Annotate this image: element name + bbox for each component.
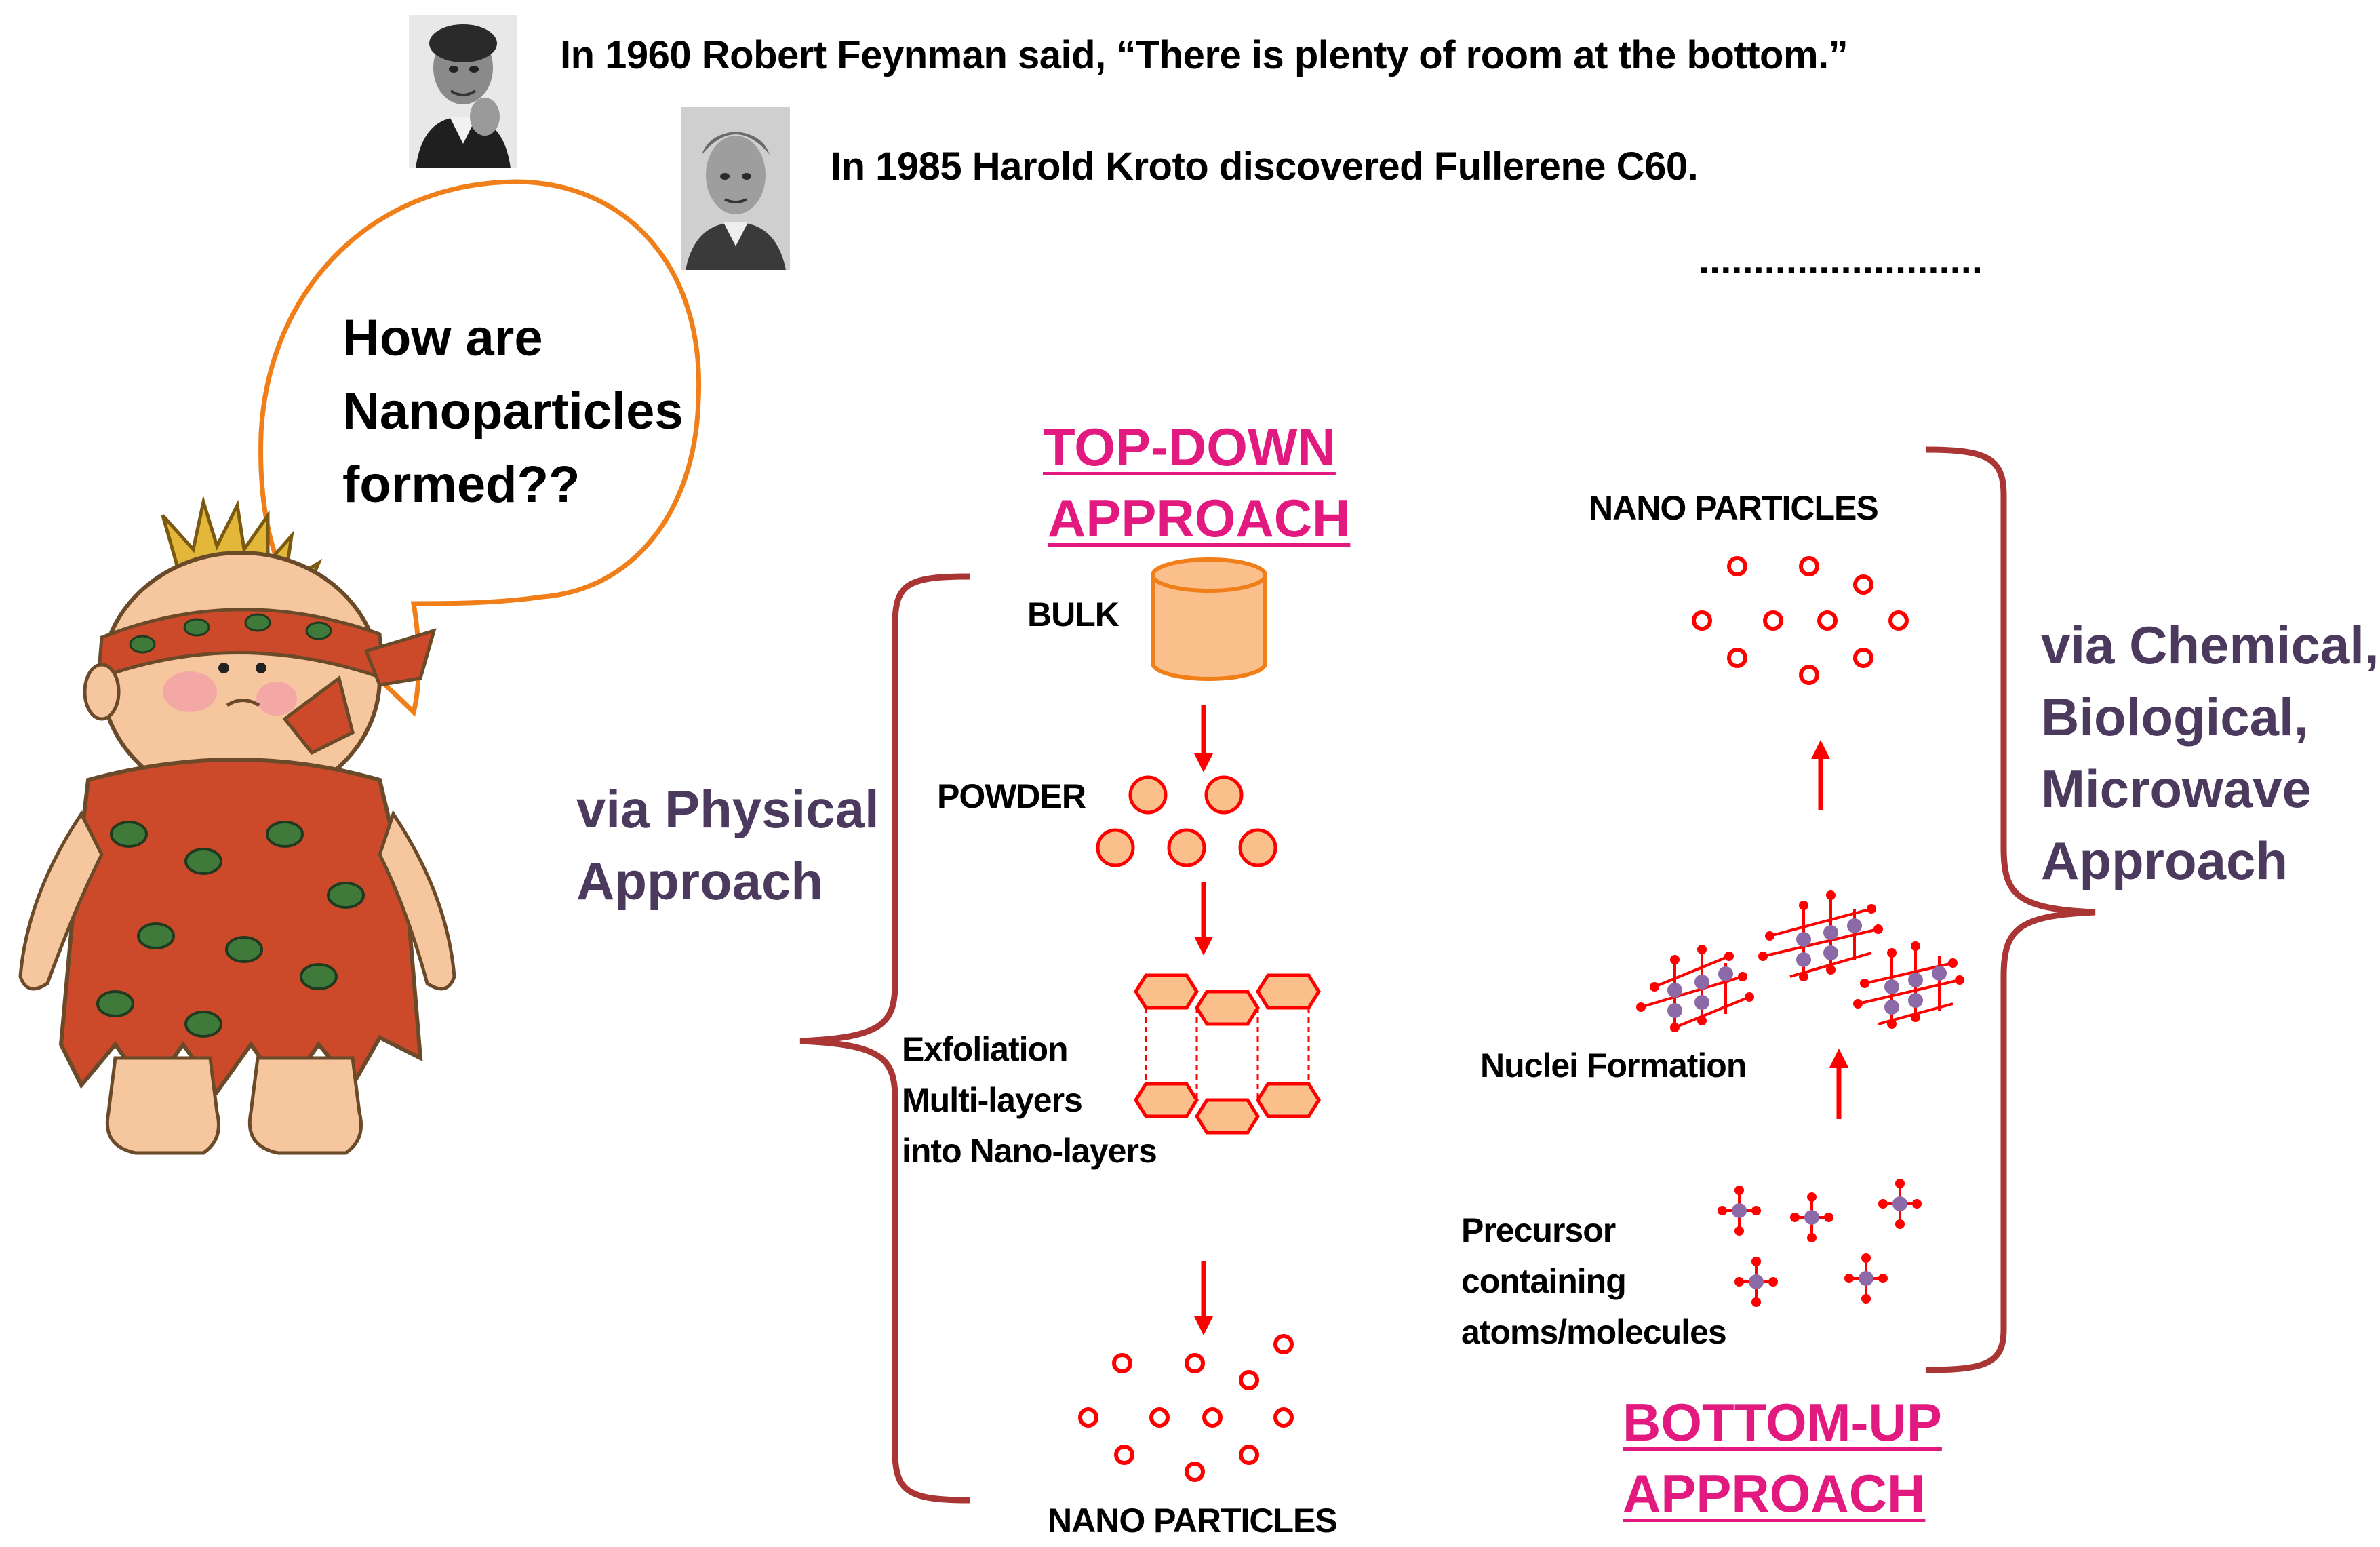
- kroto-portrait: [681, 107, 790, 270]
- via-chemical-line-4: Approach: [2041, 831, 2288, 890]
- feynman-portrait: [409, 15, 517, 168]
- kroto-quote: In 1985 Harold Kroto discovered Fulleren…: [831, 144, 1699, 189]
- top-down-brace: [799, 573, 970, 1504]
- bubble-text-line-1: How are: [342, 309, 543, 367]
- top-down-nano-label: NANO PARTICLES: [1048, 1502, 1338, 1540]
- via-chemical-line-3: Microwave: [2041, 759, 2312, 819]
- bubble-text-line-2: Nanoparticles: [342, 383, 683, 440]
- via-physical-line-1: via Physical: [576, 779, 879, 839]
- exfoliation-label-line-2: Multi-layers: [902, 1081, 1083, 1119]
- feynman-portrait-image: [409, 15, 517, 168]
- nuclei-clusters: [1636, 890, 1964, 1032]
- exfoliation-layers-icon: [1134, 973, 1321, 1135]
- top-down-title-line-1: TOP-DOWN: [1043, 417, 1336, 477]
- top-down-nano-particles: [1078, 1334, 1294, 1482]
- exfoliation-label-line-1: Exfoliation: [902, 1030, 1069, 1068]
- precursor-label-line-2: containing: [1461, 1262, 1627, 1300]
- via-chemical-line-2: Biological,: [2041, 687, 2309, 747]
- bottom-up-title-line-1: BOTTOM-UP: [1623, 1392, 1942, 1452]
- feynman-quote: In 1960 Robert Feynman said, “There is p…: [560, 33, 1848, 77]
- bulk-cylinder-icon: [1151, 557, 1267, 681]
- ellipsis: ..........................: [1699, 238, 1983, 282]
- cartoon-child-illustration: [18, 495, 456, 1155]
- precursor-label-line-3: atoms/molecules: [1461, 1313, 1727, 1351]
- bottom-up-arrows: [1811, 740, 1848, 1119]
- bottom-up-brace: [1925, 446, 2096, 1373]
- via-physical-line-2: Approach: [576, 851, 824, 911]
- bubble-text-line-3: formed??: [342, 456, 580, 513]
- child-tunic: [58, 758, 423, 1096]
- bottom-up-title-line-2: APPROACH: [1623, 1464, 1926, 1523]
- bottom-up-nano-label: NANO PARTICLES: [1589, 489, 1879, 527]
- top-down-title-line-2: APPROACH: [1048, 488, 1351, 548]
- nuclei-formation-label: Nuclei Formation: [1480, 1046, 1747, 1084]
- bulk-label: BULK: [1027, 595, 1119, 633]
- kroto-portrait-image: [681, 107, 790, 270]
- exfoliation-label-line-3: into Nano-layers: [902, 1132, 1157, 1170]
- bottom-up-nano-particles: [1692, 556, 1909, 685]
- via-chemical-line-1: via Chemical,: [2041, 615, 2379, 675]
- powder-label: POWDER: [937, 777, 1086, 815]
- powder-particles: [1096, 775, 1277, 867]
- precursor-molecules: [1718, 1179, 1922, 1307]
- precursor-label-line-1: Precursor: [1461, 1211, 1616, 1249]
